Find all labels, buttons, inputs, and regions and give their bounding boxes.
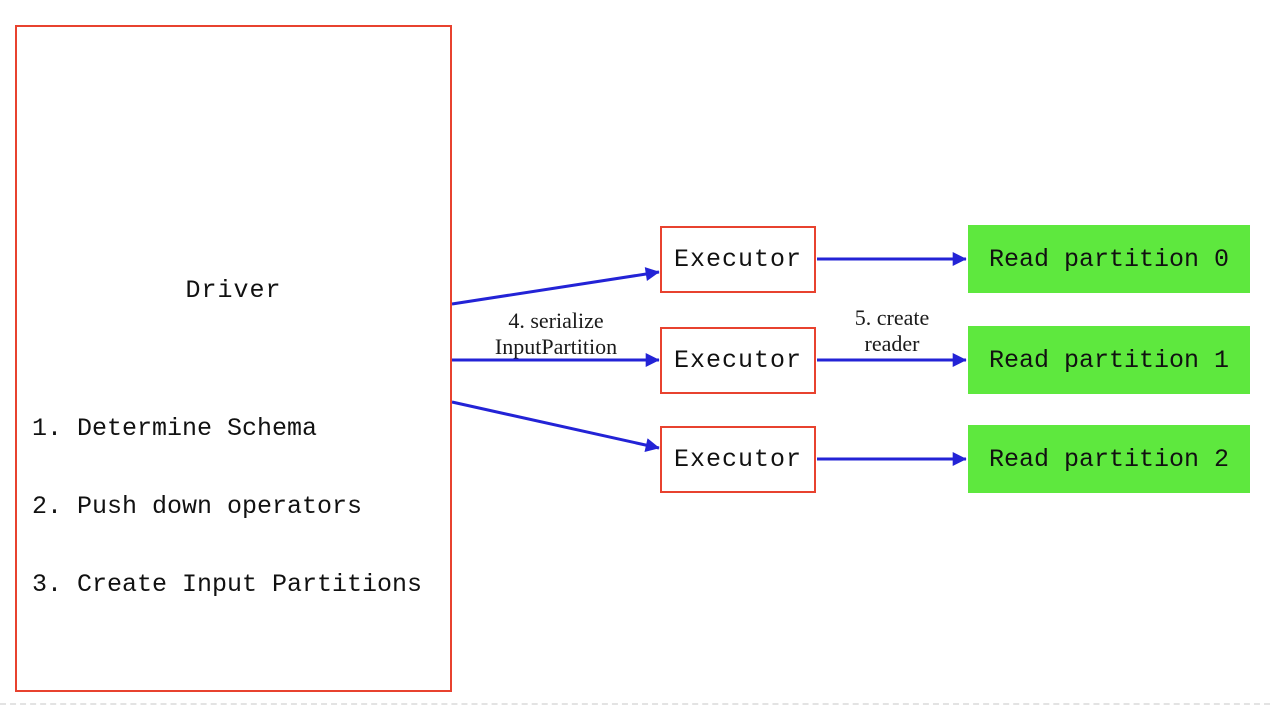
read-partition-box-1: Read partition 1 [968, 326, 1250, 394]
executor-box-1: Executor [660, 226, 816, 293]
driver-title: Driver [185, 276, 282, 305]
edge-label-create-reader-line2: reader [864, 331, 920, 356]
edge-label-create-reader-line1: 5. create [854, 305, 930, 330]
driver-step-3: 3. Create Input Partitions [32, 570, 423, 599]
edge-label-serialize-line1: 4. serialize [508, 308, 604, 333]
arrow-driver-to-executor-1 [451, 267, 660, 306]
driver-steps-list: 1. Determine Schema 2. Push down operato… [32, 364, 422, 650]
executor-box-2: Executor [660, 327, 816, 394]
driver-box: Driver 1. Determine Schema 2. Push down … [15, 25, 452, 692]
edge-label-serialize-inputpartition: 4. serialize InputPartition [441, 308, 671, 360]
driver-step-2: 2. Push down operators [32, 492, 363, 521]
read-partition-box-0: Read partition 0 [968, 225, 1250, 293]
driver-step-1: 1. Determine Schema [32, 414, 318, 443]
edge-label-create-reader: 5. create reader [777, 305, 1007, 357]
edge-label-serialize-line2: InputPartition [494, 334, 618, 359]
executor-box-3: Executor [660, 426, 816, 493]
read-partition-box-2: Read partition 2 [968, 425, 1250, 493]
arrow-driver-to-executor-3 [451, 400, 660, 452]
page-bottom-divider [0, 703, 1270, 705]
